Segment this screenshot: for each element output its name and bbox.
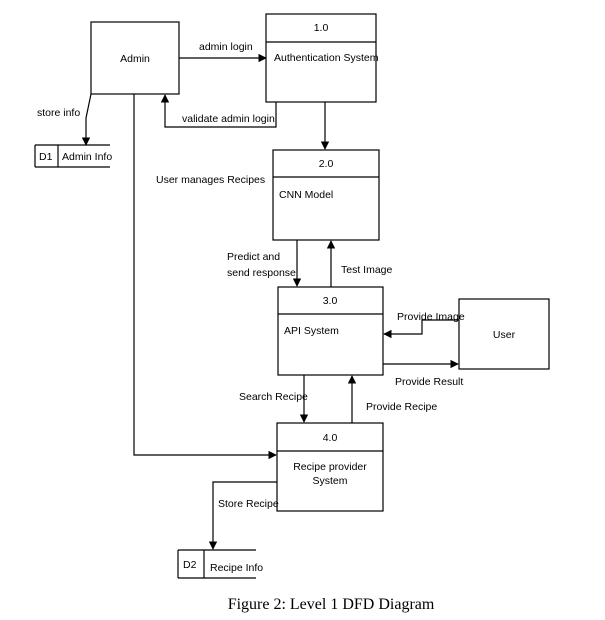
process-name-3: API System — [284, 325, 339, 337]
flow-predict-send-response: Predict and send response — [227, 240, 302, 287]
admin-entity: Admin — [90, 21, 180, 95]
flow-label-admin-login: admin login — [199, 41, 253, 53]
process-authentication: 1.0 Authentication System — [265, 13, 379, 103]
flow-provide-result: Provide Result — [383, 359, 463, 388]
flow-label-store-info: store info — [37, 107, 80, 119]
process-number-2: 2.0 — [319, 158, 334, 170]
process-recipe-provider: 4.0 Recipe provider System — [276, 422, 384, 512]
flow-label-search-recipe: Search Recipe — [239, 391, 308, 403]
flow-provide-recipe: Provide Recipe — [347, 375, 437, 423]
flow-label-store-recipe: Store Recipe — [218, 498, 279, 510]
process-name-1: Authentication System — [274, 52, 379, 64]
flow-test-image: Test Image — [326, 240, 393, 287]
flow-label-provide-image: Provide Image — [397, 311, 465, 323]
flow-label-predict-line2: send response — [227, 267, 296, 279]
flow-provide-image: Provide Image — [383, 311, 465, 339]
user-entity-label: User — [493, 329, 516, 341]
flow-user-manages-recipes: User manages Recipes — [133, 94, 277, 460]
data-store-name-d1: Admin Info — [62, 151, 112, 163]
admin-entity-label: Admin — [120, 53, 150, 65]
data-store-id-d2: D2 — [183, 559, 197, 571]
flow-admin-login: admin login — [179, 41, 267, 63]
process-name-4-line2: System — [312, 475, 347, 487]
flow-store-recipe: Store Recipe — [208, 481, 279, 550]
process-name-2: CNN Model — [279, 189, 333, 201]
flow-label-provide-recipe: Provide Recipe — [366, 401, 437, 413]
flow-label-test-image: Test Image — [341, 264, 393, 276]
process-cnn-model: 2.0 CNN Model — [272, 149, 380, 241]
process-number-1: 1.0 — [314, 22, 329, 34]
flow-label-validate-admin-login: validate admin login — [182, 113, 275, 125]
process-number-4: 4.0 — [323, 432, 338, 444]
process-api-system: 3.0 API System — [277, 286, 384, 376]
flow-label-provide-result: Provide Result — [395, 376, 463, 388]
flow-search-recipe: Search Recipe — [239, 375, 309, 423]
data-store-id-d1: D1 — [39, 151, 53, 163]
data-store-recipe-info: D2 Recipe Info — [177, 549, 263, 579]
flow-store-info: store info — [37, 93, 92, 146]
data-store-name-d2: Recipe Info — [210, 562, 263, 574]
process-name-4: Recipe provider — [293, 461, 367, 473]
process-number-3: 3.0 — [323, 295, 338, 307]
data-store-admin-info: D1 Admin Info — [34, 144, 112, 168]
figure-caption: Figure 2: Level 1 DFD Diagram — [228, 596, 435, 613]
flow-label-predict-line1: Predict and — [227, 251, 280, 263]
flow-label-user-manages-recipes: User manages Recipes — [156, 174, 265, 186]
flow-validate-admin-login: validate admin login — [160, 94, 277, 128]
user-entity: User — [458, 298, 550, 370]
